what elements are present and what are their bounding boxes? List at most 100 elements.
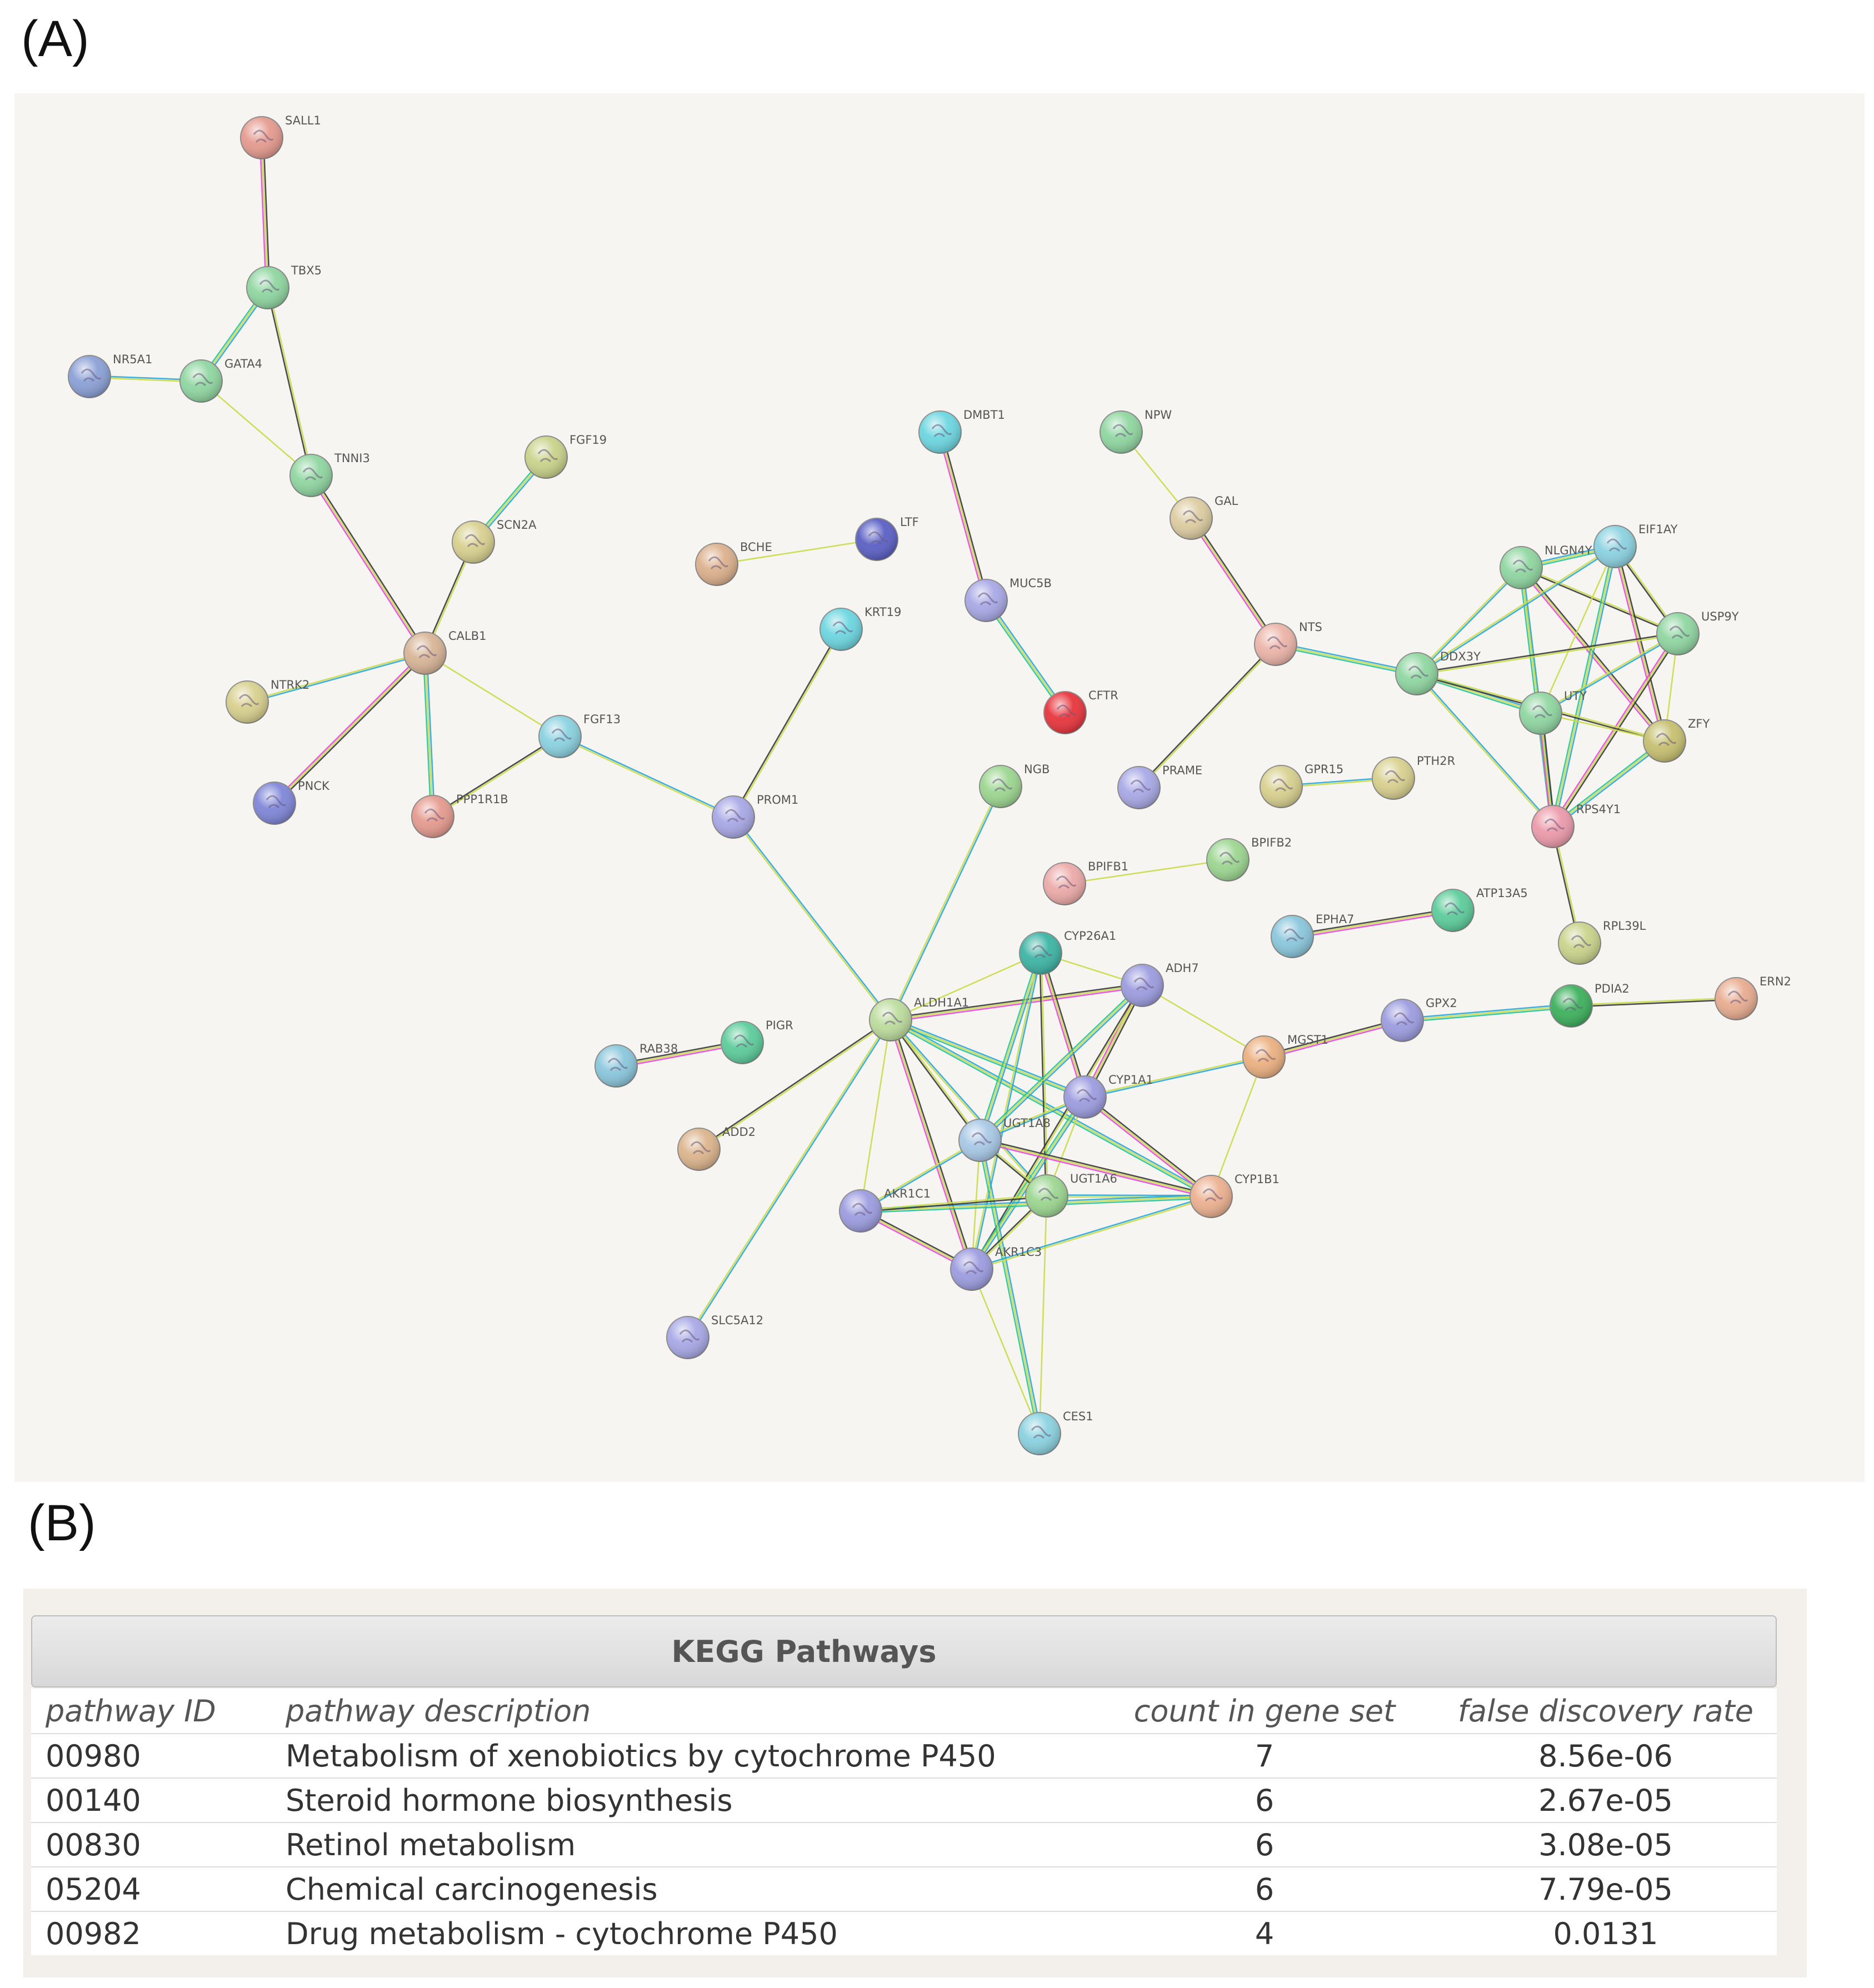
node-PRAME[interactable]: PRAME — [1117, 764, 1202, 809]
protein-structure-icon — [1031, 1425, 1052, 1439]
node-AKR1C3[interactable]: AKR1C3 — [950, 1245, 1042, 1291]
node-UTY[interactable]: UTY — [1519, 689, 1587, 735]
protein-structure-icon — [1544, 818, 1565, 832]
edge-BCHE-LTF — [716, 538, 877, 565]
node-NTS[interactable]: NTS — [1254, 620, 1322, 666]
node-gloss — [404, 632, 446, 674]
node-BCHE[interactable]: BCHE — [695, 540, 772, 586]
node-NLGN4Y[interactable]: NLGN4Y — [1500, 544, 1592, 589]
edge-USP9Y-UTY — [1540, 632, 1679, 715]
node-label: LTF — [900, 515, 919, 529]
node-gloss — [820, 608, 862, 650]
edge-UGT1A8-CES1 — [977, 1140, 1042, 1434]
node-label: NR5A1 — [113, 353, 152, 366]
node-label: UTY — [1564, 689, 1587, 703]
node-PIGR[interactable]: PIGR — [721, 1019, 793, 1064]
protein-structure-icon — [963, 1261, 984, 1275]
node-label: DMBT1 — [963, 408, 1005, 422]
edge-FGF13-PPP1R1B — [432, 735, 561, 818]
node-label: RAB38 — [639, 1042, 678, 1055]
node-ERN2[interactable]: ERN2 — [1715, 975, 1791, 1020]
edge-UGT1A8-CYP1B1 — [979, 1138, 1212, 1199]
protein-structure-icon — [1182, 510, 1203, 524]
node-ZFY[interactable]: ZFY — [1643, 717, 1710, 763]
node-EPHA7[interactable]: EPHA7 — [1271, 913, 1354, 958]
node-PNCK[interactable]: PNCK — [253, 779, 330, 825]
node-BPIFB1[interactable]: BPIFB1 — [1043, 860, 1128, 905]
node-RPL39L[interactable]: RPL39L — [1558, 919, 1646, 965]
node-KRT19[interactable]: KRT19 — [819, 605, 901, 651]
fdr-cell: 3.08e-05 — [1435, 1822, 1777, 1867]
node-FGF19[interactable]: FGF19 — [524, 433, 607, 479]
node-ATP13A5[interactable]: ATP13A5 — [1431, 887, 1528, 932]
node-DMBT1[interactable]: DMBT1 — [918, 408, 1005, 454]
node-UGT1A8[interactable]: UGT1A8 — [958, 1116, 1051, 1162]
node-DDX3Y[interactable]: DDX3Y — [1395, 650, 1481, 695]
node-ADD2[interactable]: ADD2 — [677, 1125, 756, 1171]
node-NR5A1[interactable]: NR5A1 — [68, 353, 152, 398]
node-GPR15[interactable]: GPR15 — [1260, 763, 1343, 808]
node-SLC5A12[interactable]: SLC5A12 — [666, 1314, 763, 1359]
node-NTRK2[interactable]: NTRK2 — [226, 678, 309, 724]
node-ALDH1A1[interactable]: ALDH1A1 — [869, 996, 969, 1041]
node-gloss — [1064, 1076, 1106, 1118]
node-label: AKR1C1 — [884, 1187, 931, 1200]
node-PROM1[interactable]: PROM1 — [712, 793, 798, 839]
node-SCN2A[interactable]: SCN2A — [452, 518, 537, 564]
node-label: FGF13 — [583, 713, 621, 726]
protein-structure-icon — [238, 694, 259, 708]
node-CES1[interactable]: CES1 — [1018, 1410, 1093, 1455]
node-UGT1A6[interactable]: UGT1A6 — [1025, 1172, 1117, 1218]
node-label: USP9Y — [1701, 610, 1739, 623]
node-MGST1[interactable]: MGST1 — [1242, 1033, 1328, 1079]
node-EIF1AY[interactable]: EIF1AY — [1593, 523, 1678, 568]
node-TNNI3[interactable]: TNNI3 — [289, 452, 370, 497]
node-NPW[interactable]: NPW — [1100, 408, 1172, 454]
node-FGF13[interactable]: FGF13 — [538, 713, 621, 758]
node-ADH7[interactable]: ADH7 — [1121, 962, 1199, 1007]
node-SALL1[interactable]: SALL1 — [240, 114, 321, 159]
node-RPS4Y1[interactable]: RPS4Y1 — [1531, 803, 1621, 848]
node-CYP1B1[interactable]: CYP1B1 — [1190, 1173, 1280, 1218]
panel-a-label: (A) — [21, 11, 89, 67]
edge-FGF13-PROM1 — [559, 735, 734, 819]
node-NGB[interactable]: NGB — [979, 763, 1050, 808]
pathway-description-cell: Drug metabolism - cytochrome P450 — [271, 1911, 1095, 1955]
node-PTH2R[interactable]: PTH2R — [1372, 754, 1455, 800]
node-label: PPP1R1B — [456, 793, 508, 806]
node-BPIFB2[interactable]: BPIFB2 — [1206, 836, 1292, 882]
edge-ADH7-MGST1 — [1142, 984, 1265, 1058]
node-AKR1C1[interactable]: AKR1C1 — [839, 1187, 931, 1233]
edges-layer — [89, 137, 1737, 1434]
edge-AKR1C3-CYP1B1 — [971, 1195, 1212, 1271]
edge-TNNI3-CALB1 — [309, 474, 427, 655]
node-gloss — [951, 1248, 993, 1290]
node-GATA4[interactable]: GATA4 — [179, 357, 262, 403]
edge-CYP26A1-UGT1A8 — [977, 952, 1043, 1141]
node-GPX2[interactable]: GPX2 — [1381, 996, 1457, 1042]
node-gloss — [1020, 932, 1062, 974]
node-CALB1[interactable]: CALB1 — [403, 629, 487, 675]
edge-GPX2-PDIA2 — [1402, 1003, 1572, 1023]
node-PDIA2[interactable]: PDIA2 — [1550, 982, 1630, 1028]
edge-TBX5-TNNI3 — [266, 287, 313, 476]
fdr-cell: 8.56e-06 — [1435, 1733, 1777, 1778]
node-gloss — [1026, 1175, 1068, 1217]
node-gloss — [980, 765, 1022, 808]
protein-structure-icon — [464, 534, 486, 548]
node-label: SCN2A — [497, 518, 537, 532]
node-PPP1R1B[interactable]: PPP1R1B — [411, 793, 508, 838]
node-RAB38[interactable]: RAB38 — [594, 1042, 678, 1088]
node-GAL[interactable]: GAL — [1170, 494, 1238, 540]
node-LTF[interactable]: LTF — [855, 515, 919, 561]
node-CYP1A1[interactable]: CYP1A1 — [1063, 1073, 1153, 1119]
node-CYP26A1[interactable]: CYP26A1 — [1019, 929, 1116, 975]
node-label: CYP1B1 — [1235, 1173, 1280, 1186]
node-CFTR[interactable]: CFTR — [1043, 689, 1118, 734]
node-MUC5B[interactable]: MUC5B — [965, 577, 1052, 622]
node-TBX5[interactable]: TBX5 — [246, 264, 322, 309]
node-USP9Y[interactable]: USP9Y — [1656, 610, 1739, 655]
node-gloss — [1594, 525, 1636, 568]
